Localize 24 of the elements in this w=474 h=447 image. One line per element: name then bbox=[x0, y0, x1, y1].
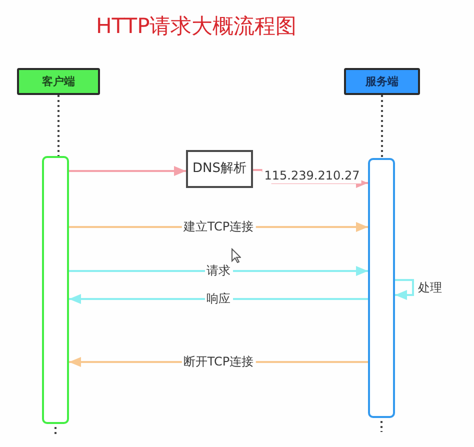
activation-bar bbox=[368, 158, 395, 418]
dotted-lifeline bbox=[380, 421, 382, 432]
node-label: 服务端 bbox=[366, 74, 398, 88]
dotted-lifeline bbox=[54, 427, 56, 437]
arrow bbox=[395, 279, 414, 300]
activation-bar bbox=[42, 156, 69, 424]
dotted-lifeline bbox=[58, 95, 60, 156]
edge-label: 115.239.210.27 bbox=[262, 168, 362, 184]
actor-box bbox=[17, 68, 100, 95]
arrow bbox=[69, 294, 368, 304]
diagram-title: HTTP请求大概流程图 bbox=[96, 13, 297, 40]
node-label: DNS解析 bbox=[192, 161, 246, 177]
process-box bbox=[186, 150, 253, 188]
edge-label: 请求 bbox=[204, 264, 232, 278]
dotted-lifeline bbox=[381, 95, 383, 158]
arrow bbox=[253, 169, 368, 188]
arrow bbox=[69, 166, 186, 176]
node-label: 客户端 bbox=[42, 74, 75, 88]
actor-box bbox=[344, 68, 420, 95]
edge-label: 响应 bbox=[204, 292, 232, 306]
edge-label: 处理 bbox=[416, 280, 444, 296]
edge-label: 断开TCP连接 bbox=[181, 354, 256, 370]
arrow bbox=[69, 266, 368, 276]
edge-label: 建立TCP连接 bbox=[181, 220, 256, 234]
